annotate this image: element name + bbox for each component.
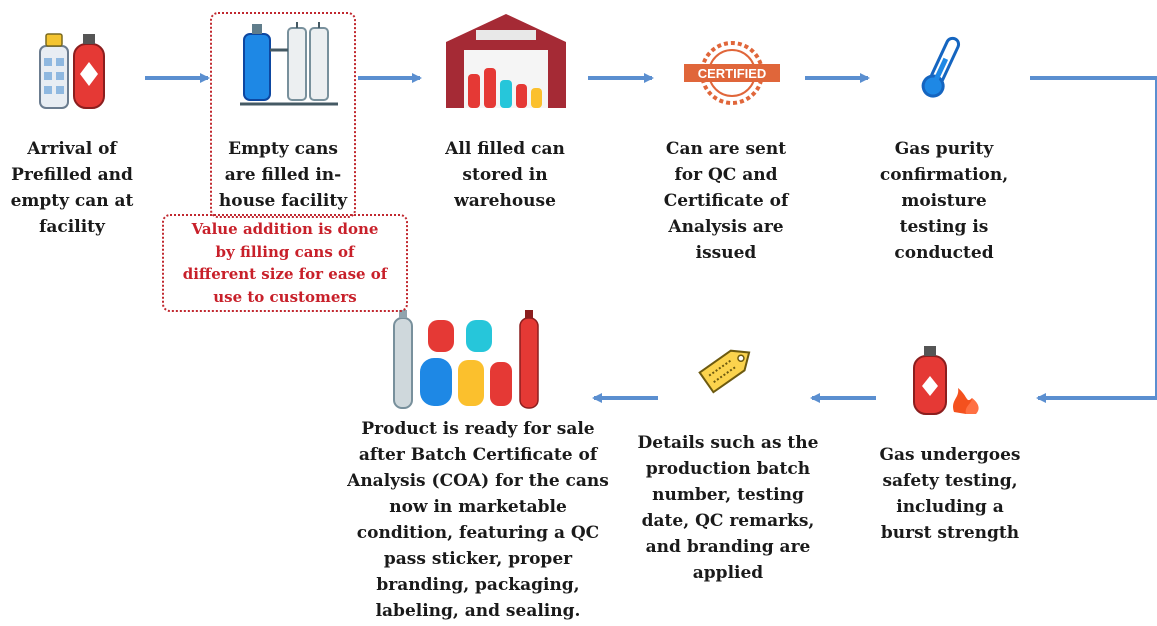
tag-icon xyxy=(698,349,751,394)
certified-stamp-icon: CERTIFIED xyxy=(684,41,780,105)
warehouse-icon xyxy=(446,14,566,108)
cylinder-group-icon xyxy=(393,310,539,409)
step-safety-text: Gas undergoes safety testing, including … xyxy=(879,445,1021,543)
note-box xyxy=(162,214,408,312)
arrow-5-connector xyxy=(1030,76,1157,403)
step-qc-text: Can are sent for QC and Certificate of A… xyxy=(663,139,789,263)
thermometer-icon xyxy=(921,36,961,98)
step-arrival-text: Arrival of Prefilled and empty can at fa… xyxy=(10,139,134,237)
value-addition-note: Value addition is done by filling cans o… xyxy=(182,220,388,306)
filling-highlight-box xyxy=(210,12,356,218)
step-sale-text: Product is ready for sale after Batch Ce… xyxy=(347,419,609,621)
certified-label: CERTIFIED xyxy=(698,66,767,81)
step-purity-text: Gas purity confirmation, moisture testin… xyxy=(879,139,1009,263)
fire-cylinder-icon xyxy=(913,346,979,415)
step-warehouse-text: All filled can stored in warehouse xyxy=(445,139,565,211)
filling-plant-icon xyxy=(240,22,338,106)
step-filling-text: Empty cans are filled in- house facility xyxy=(218,139,348,211)
step-labeling-text: Details such as the production batch num… xyxy=(637,433,819,583)
cylinder-pair-icon xyxy=(39,33,105,109)
